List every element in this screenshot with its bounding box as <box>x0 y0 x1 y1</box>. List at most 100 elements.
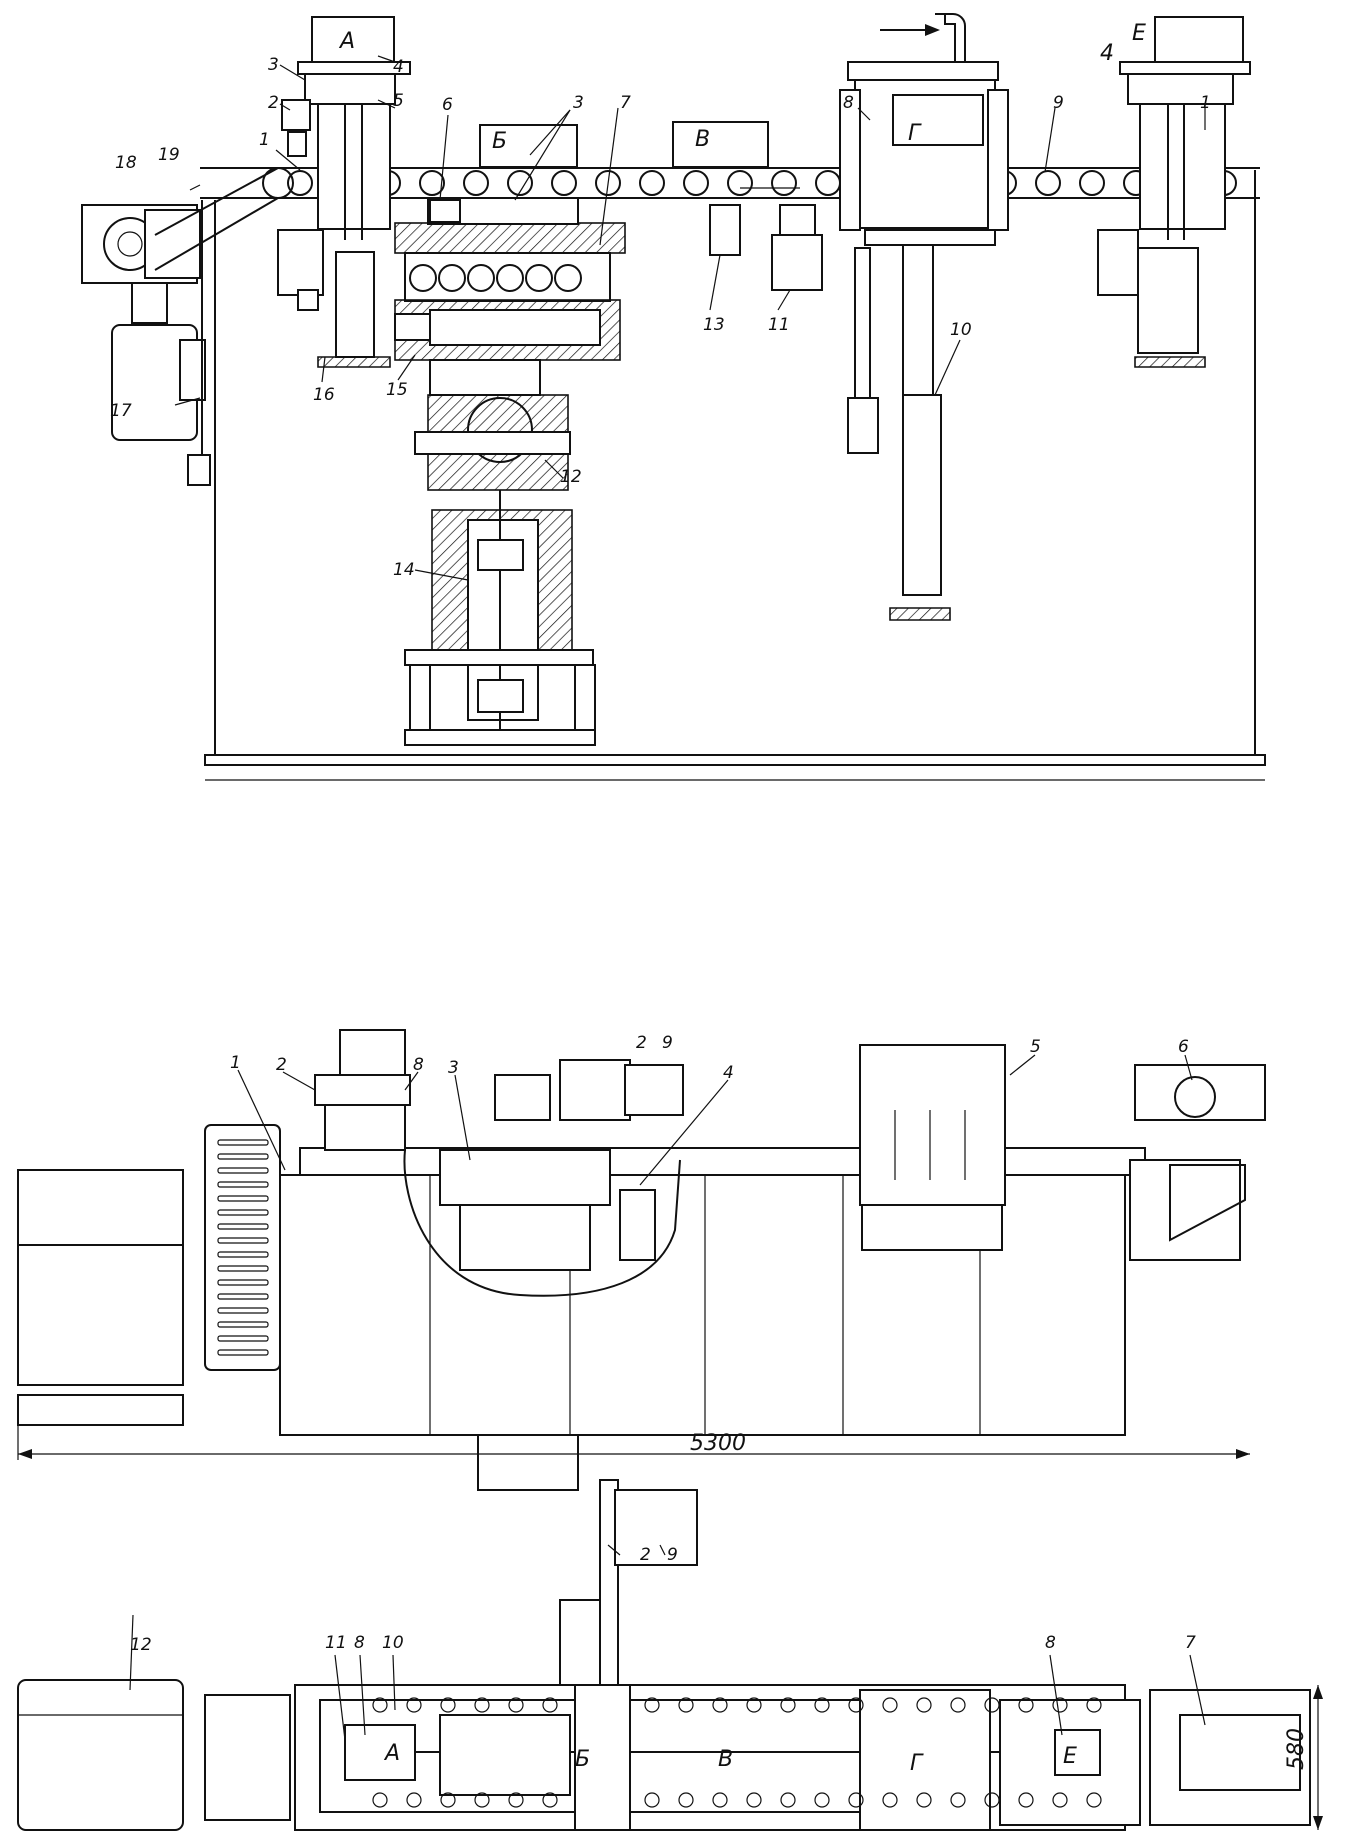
callout-bot-9: 9 <box>667 1545 678 1565</box>
vent-slot <box>217 1167 269 1174</box>
conveyor-roller <box>639 170 665 196</box>
callout-mid-3: 3 <box>448 1058 459 1078</box>
callout-top-3a: 3 <box>268 55 279 75</box>
vent-slot <box>217 1251 269 1258</box>
station-label-v: В <box>695 127 710 152</box>
plan-roller <box>712 1697 728 1713</box>
callout-mid-5: 5 <box>1030 1037 1041 1057</box>
vent-slot <box>217 1237 269 1244</box>
plan-roller <box>678 1792 694 1808</box>
station-a-box <box>311 16 395 64</box>
plan-roller <box>372 1697 388 1713</box>
plan-station-g: Г <box>910 1751 924 1776</box>
callout-top-17: 17 <box>110 401 132 421</box>
plan-roller <box>1052 1792 1068 1808</box>
press-unit <box>859 1044 1006 1206</box>
plan-roller <box>780 1697 796 1713</box>
plan-roller <box>1086 1792 1102 1808</box>
callout-top-16: 16 <box>313 385 335 405</box>
plan-roller <box>882 1697 898 1713</box>
plan-station-b: Б <box>575 1747 590 1772</box>
plan-roller <box>1052 1697 1068 1713</box>
callout-mid-2a: 2 <box>276 1055 287 1075</box>
plan-roller <box>406 1792 422 1808</box>
conveyor-roller <box>463 170 489 196</box>
conveyor-roller <box>771 170 797 196</box>
plan-roller <box>644 1697 660 1713</box>
station-b-box <box>479 124 578 168</box>
vent-slot <box>217 1307 269 1314</box>
vent-slot <box>217 1181 269 1188</box>
plan-station-e: Е <box>1063 1744 1077 1769</box>
callout-top-14: 14 <box>393 560 415 580</box>
station-label-e-top: Е <box>1132 21 1146 46</box>
top-elevation-view <box>81 13 1266 781</box>
plan-roller <box>814 1792 830 1808</box>
plan-station-v: В <box>718 1747 733 1772</box>
callout-mid-9: 9 <box>662 1033 673 1053</box>
plan-roller <box>644 1792 660 1808</box>
callout-top-10: 10 <box>950 320 972 340</box>
plan-roller <box>1086 1697 1102 1713</box>
plan-roller <box>712 1792 728 1808</box>
vent-slot <box>217 1209 269 1216</box>
callout-mid-6: 6 <box>1178 1037 1189 1057</box>
plan-roller <box>950 1697 966 1713</box>
vent-slot <box>217 1195 269 1202</box>
dimension-580: 580 <box>1284 1728 1309 1770</box>
callout-labels: 1 2 3 4 5 6 3 7 8 9 1 18 19 16 15 13 11 … <box>110 21 1309 1776</box>
callout-bot-2: 2 <box>640 1545 651 1565</box>
plan-roller <box>406 1697 422 1713</box>
vent-slot <box>217 1293 269 1300</box>
station-label-g: Г <box>908 121 922 146</box>
dimension-5300: 5300 <box>690 1431 746 1456</box>
vent-slot <box>217 1279 269 1286</box>
vent-slots <box>217 1139 269 1356</box>
vent-slot <box>217 1139 269 1146</box>
station-label-b: Б <box>492 129 507 154</box>
station-label-e-4: 4 <box>1100 41 1114 66</box>
conveyor-roller <box>815 170 841 196</box>
callout-top-11: 11 <box>768 315 790 335</box>
callout-top-15: 15 <box>386 380 408 400</box>
plan-roller <box>508 1792 524 1808</box>
vent-slot <box>217 1223 269 1230</box>
callout-top-1a: 1 <box>259 130 270 150</box>
callout-top-1b: 1 <box>1200 93 1211 113</box>
plan-roller <box>1018 1697 1034 1713</box>
plan-roller <box>440 1697 456 1713</box>
bottom-plan-view <box>17 1479 1323 1831</box>
vent-slot <box>217 1153 269 1160</box>
plan-roller <box>916 1792 932 1808</box>
plan-roller <box>916 1697 932 1713</box>
conveyor-roller <box>419 170 445 196</box>
conveyor-rollers <box>287 170 1237 196</box>
plan-roller <box>848 1697 864 1713</box>
conveyor-roller <box>507 170 533 196</box>
plan-roller <box>882 1792 898 1808</box>
callout-top-3b: 3 <box>573 93 584 113</box>
callout-bot-7: 7 <box>1185 1633 1196 1653</box>
plan-roller <box>440 1792 456 1808</box>
callout-top-8: 8 <box>843 93 854 113</box>
callout-mid-1: 1 <box>230 1053 241 1073</box>
callout-mid-4: 4 <box>723 1063 734 1083</box>
conveyor-roller <box>683 170 709 196</box>
conveyor-roller <box>287 170 313 196</box>
plan-roller <box>508 1697 524 1713</box>
plan-roller <box>984 1697 1000 1713</box>
plan-roller <box>474 1792 490 1808</box>
station-e-box <box>1154 16 1244 63</box>
station-v-box <box>672 121 769 168</box>
callout-top-12: 12 <box>560 467 582 487</box>
plan-station-a: А <box>383 1741 400 1766</box>
callout-top-4a: 4 <box>393 57 404 77</box>
vent-slot <box>217 1321 269 1328</box>
conveyor-roller <box>1079 170 1105 196</box>
plan-roller <box>746 1792 762 1808</box>
callout-bot-8b: 8 <box>1045 1633 1056 1653</box>
plan-roller <box>542 1697 558 1713</box>
conveyor-roller <box>595 170 621 196</box>
plan-roller <box>474 1697 490 1713</box>
